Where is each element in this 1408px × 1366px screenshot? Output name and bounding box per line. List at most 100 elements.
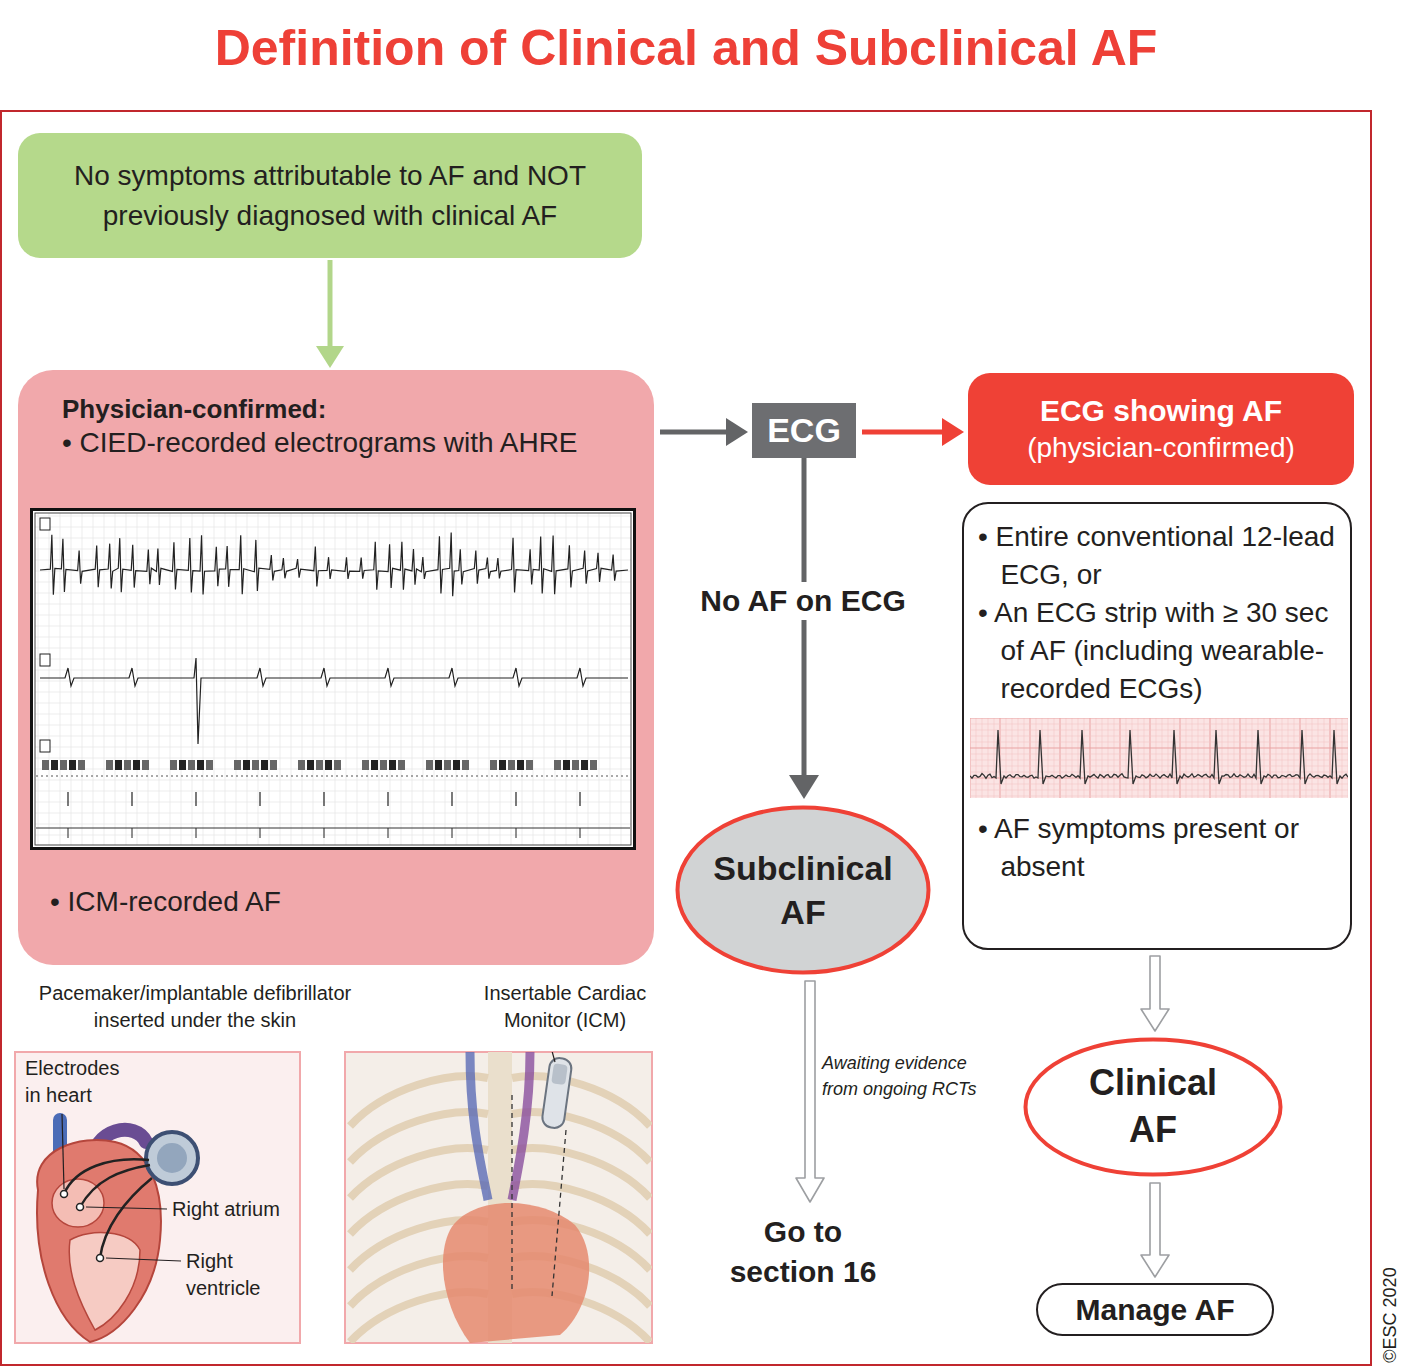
- drawing-part: [42, 760, 49, 770]
- drawing-part: [516, 828, 517, 838]
- drawing-part: [188, 760, 195, 770]
- drawing-part: [196, 828, 197, 838]
- drawing-part: [316, 760, 323, 770]
- edge-label: No AF on ECG: [694, 582, 912, 620]
- drawing-part: [68, 828, 69, 838]
- evidence-box: Physician-confirmed:• CIED-recorded elec…: [18, 370, 654, 965]
- connector: [862, 418, 964, 446]
- drawing-part: [35, 516, 631, 517]
- drawing-part: [78, 760, 85, 770]
- drawing-part: [37, 1140, 161, 1342]
- device-caption: Insertable Cardiac Monitor (ICM): [455, 980, 675, 1034]
- drawing-part: [35, 714, 631, 715]
- hollow-arrow: [796, 981, 824, 1202]
- drawing-part: [60, 760, 67, 770]
- drawing-part: [37, 1114, 198, 1342]
- drawing-part: [324, 513, 325, 845]
- outcome-ellipse: Clinical AF: [1023, 1037, 1283, 1177]
- drawing-part: [35, 780, 631, 781]
- drawing-part: [69, 760, 76, 770]
- drawing-part: [15, 1052, 300, 1343]
- drawing-part: [35, 681, 631, 682]
- drawing-part: [86, 1207, 167, 1209]
- drawing-part: [517, 760, 524, 770]
- drawing-part: [40, 740, 50, 752]
- drawing-part: [489, 513, 490, 845]
- drawing-part: [82, 513, 83, 845]
- drawing-part: [170, 513, 171, 845]
- part-label: Electrodes in heart: [25, 1055, 137, 1109]
- drawing-part: [970, 724, 1348, 725]
- drawing-part: [35, 692, 631, 693]
- ellipse-shape: [1023, 1037, 1283, 1177]
- drawing-part: [97, 1255, 104, 1262]
- node-text: Manage AF: [1076, 1293, 1235, 1327]
- drawing-part: [572, 760, 579, 770]
- drawing-part: [533, 513, 534, 845]
- drawing-part: [269, 513, 270, 845]
- drawing-part: [181, 513, 182, 845]
- ellipse-outline: [1026, 1040, 1281, 1175]
- drawing-part: [35, 703, 631, 704]
- drawing-part: [549, 1052, 555, 1062]
- drawing-part: [35, 824, 631, 825]
- arrow-head: [726, 418, 748, 446]
- connector: [789, 458, 819, 799]
- drawing-part: [541, 1057, 573, 1129]
- arrow-head: [789, 775, 819, 799]
- drawing-part: [325, 760, 332, 770]
- label-holder: Awaiting evidence from ongoing RCTs: [822, 1050, 992, 1102]
- drawing-part: [443, 1203, 589, 1343]
- chest-illustration: [345, 1040, 652, 1343]
- drawing-part: [444, 760, 451, 770]
- drawing-part: [40, 654, 50, 666]
- drawing-part: [124, 760, 131, 770]
- drawing-part: [579, 792, 580, 806]
- drawing-part: [552, 1130, 566, 1296]
- hollow-arrow: [1141, 1183, 1169, 1277]
- drawing-part: [970, 730, 1348, 731]
- node-text: Physician-confirmed:: [62, 394, 642, 425]
- node-text: • CIED-recorded electrograms with AHRE: [62, 425, 642, 460]
- drawing-part: [35, 659, 631, 660]
- diagram-title: Definition of Clinical and Subclinical A…: [0, 18, 1372, 78]
- drawing-part: [470, 1052, 488, 1200]
- drawing-part: [345, 1052, 652, 1343]
- drawing-part: [132, 828, 133, 838]
- drawing-part: [206, 760, 213, 770]
- drawing-part: [142, 760, 149, 770]
- drawing-part: [146, 1132, 198, 1184]
- drawing-part: [260, 828, 261, 838]
- drawing-part: [451, 792, 452, 806]
- connector: [796, 981, 824, 1202]
- label-holder: Pacemaker/implantable defibrillator inse…: [5, 980, 385, 1034]
- node-text: ECG showing AF: [1040, 392, 1282, 430]
- drawing-part: [247, 513, 248, 845]
- drawing-part: [35, 802, 631, 803]
- drawing-part: [126, 513, 127, 845]
- drawing-part: [511, 1095, 512, 1292]
- drawing-part: [157, 1143, 187, 1173]
- node-text: Go to section 16: [708, 1212, 898, 1292]
- drawing-part: [35, 513, 631, 845]
- drawing-part: [398, 760, 405, 770]
- electrogram-strip: [30, 508, 636, 850]
- drawing-part: [236, 513, 237, 845]
- drawing-part: [258, 513, 259, 845]
- drawing-part: [35, 747, 631, 748]
- ellipse-outline: [678, 808, 929, 973]
- drawing-part: [35, 791, 631, 792]
- drawing-part: [970, 718, 1348, 719]
- drawing-part: [35, 648, 631, 649]
- drawing-part: [368, 513, 369, 845]
- drawing-part: [51, 760, 58, 770]
- drawing-part: [35, 637, 631, 638]
- drawing-part: [64, 1159, 149, 1194]
- arrow-head: [942, 418, 964, 446]
- drawing-part: [106, 1258, 181, 1261]
- drawing-part: [60, 513, 61, 845]
- drawing-part: [115, 760, 122, 770]
- drawing-part: [62, 1114, 64, 1189]
- drawing-part: [350, 1052, 650, 1343]
